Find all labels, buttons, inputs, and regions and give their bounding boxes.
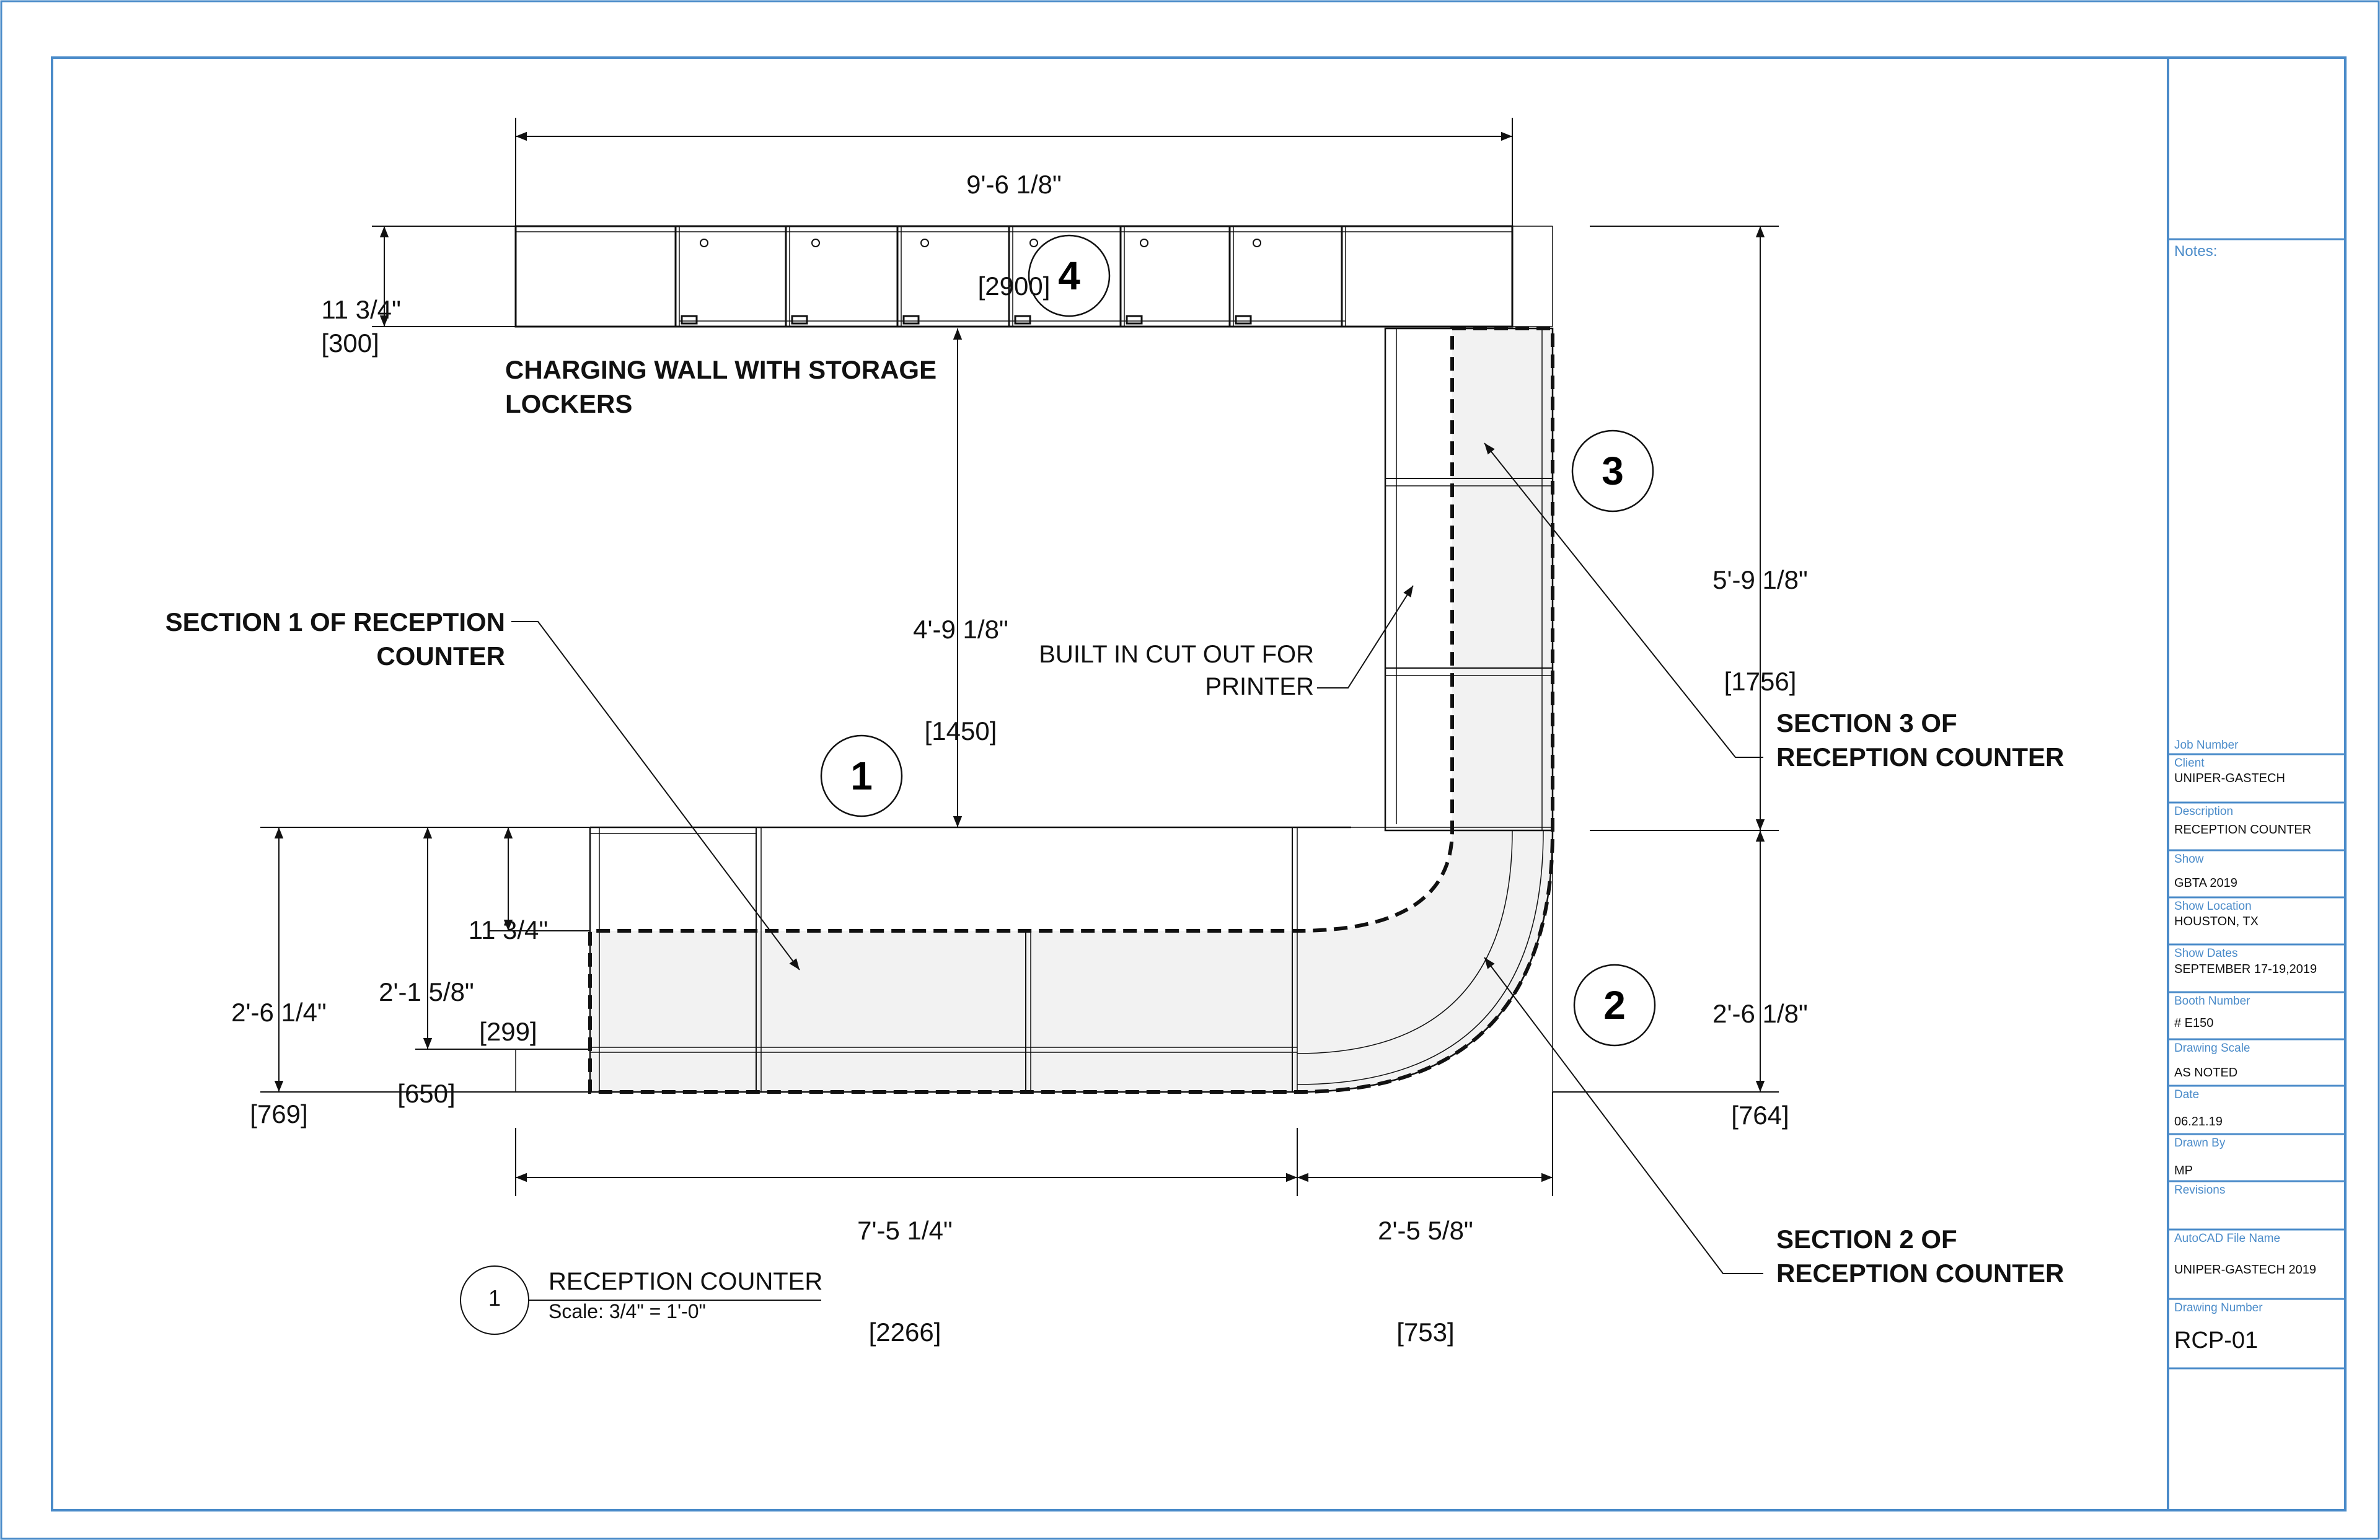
callout-printer: BUILT IN CUT OUT FOR PRINTER bbox=[1039, 641, 1314, 700]
callout-section3: SECTION 3 OF RECEPTION COUNTER bbox=[1776, 708, 2065, 772]
dim-left-small-imperial: 11 3/4" bbox=[468, 915, 549, 945]
title-block-grid bbox=[2168, 238, 2345, 1370]
leader-lines bbox=[511, 442, 1763, 1274]
tb-autocad: UNIPER-GASTECH 2019 bbox=[2174, 1263, 2316, 1277]
tb-revisions-label: Revisions bbox=[2174, 1184, 2226, 1197]
dim-left-total-imperial: 2'-6 1/4" bbox=[231, 998, 327, 1027]
dim-clear-depth-imperial: 4'-9 1/8" bbox=[913, 615, 1008, 645]
dim-left-total: 2'-6 1/4" [769] bbox=[186, 928, 372, 1165]
tb-drawing-scale: AS NOTED bbox=[2174, 1066, 2238, 1080]
tb-description: RECEPTION COUNTER bbox=[2174, 823, 2312, 837]
dim-bottom-right: 2'-5 5/8" [753] bbox=[1320, 1146, 1531, 1383]
drawing-frame bbox=[51, 56, 2347, 1511]
dim-left-small: 11 3/4" [299] bbox=[434, 846, 583, 1083]
callout-charging-wall: CHARGING WALL WITH STORAGE LOCKERS bbox=[505, 355, 937, 418]
tb-show: GBTA 2019 bbox=[2174, 876, 2237, 890]
tag-4: 4 bbox=[1058, 253, 1080, 298]
dimension-lines bbox=[260, 118, 1779, 1196]
tb-booth-number: # E150 bbox=[2174, 1016, 2214, 1030]
dim-right-lower-imperial: 2'-6 1/8" bbox=[1712, 999, 1808, 1029]
tb-show-dates: SEPTEMBER 17-19,2019 bbox=[2174, 962, 2317, 976]
tb-drawn-by: MP bbox=[2174, 1164, 2193, 1177]
view-title-graphic bbox=[460, 1265, 821, 1335]
dim-bottom-left-metric: [2266] bbox=[868, 1317, 941, 1347]
dim-right-upper: 5'-9 1/8" [1756] bbox=[1636, 496, 1884, 733]
dim-bottom-right-imperial: 2'-5 5/8" bbox=[1378, 1216, 1473, 1246]
tb-notes-label: Notes: bbox=[2174, 243, 2218, 260]
dim-clear-depth: 4'-9 1/8" [1450] bbox=[837, 545, 1085, 782]
dim-clear-depth-metric: [1450] bbox=[924, 716, 997, 746]
tag-2: 2 bbox=[1603, 983, 1626, 1027]
tb-show-location-label: Show Location bbox=[2174, 900, 2252, 913]
tb-drawn-by-label: Drawn By bbox=[2174, 1137, 2226, 1150]
dim-right-upper-imperial: 5'-9 1/8" bbox=[1712, 565, 1808, 595]
callout-section2: SECTION 2 OF RECEPTION COUNTER bbox=[1776, 1225, 2065, 1288]
tb-date: 06.21.19 bbox=[2174, 1115, 2223, 1129]
dim-overall-width: 9'-6 1/8" [2900] bbox=[890, 100, 1138, 337]
dim-wall-depth-imperial: 11 3/4" bbox=[321, 294, 401, 324]
dim-left-mid-metric: [650] bbox=[397, 1078, 456, 1108]
tb-date-label: Date bbox=[2174, 1088, 2200, 1101]
dim-right-lower-metric: [764] bbox=[1731, 1100, 1789, 1130]
dim-left-total-metric: [769] bbox=[250, 1099, 308, 1129]
tb-description-label: Description bbox=[2174, 805, 2234, 818]
tb-booth-number-label: Booth Number bbox=[2174, 995, 2250, 1008]
dim-left-mid: 2'-1 5/8" [650] bbox=[333, 908, 519, 1145]
dim-wall-depth-metric: [300] bbox=[321, 328, 379, 358]
tb-drawing-number-label: Drawing Number bbox=[2174, 1301, 2263, 1314]
tag-1: 1 bbox=[850, 754, 873, 798]
reception-counter bbox=[515, 327, 1554, 1094]
dim-wall-depth: 11 3/4" [300] bbox=[307, 259, 401, 361]
tb-drawing-number: RCP-01 bbox=[2174, 1327, 2259, 1353]
tb-show-label: Show bbox=[2174, 853, 2204, 866]
tb-client-label: Client bbox=[2174, 757, 2205, 770]
dim-left-small-metric: [299] bbox=[479, 1016, 537, 1046]
dim-right-lower: 2'-6 1/8" [764] bbox=[1636, 930, 1884, 1166]
dim-right-upper-metric: [1756] bbox=[1724, 666, 1797, 696]
dim-bottom-left-imperial: 7'-5 1/4" bbox=[857, 1216, 953, 1246]
dim-bottom-right-metric: [753] bbox=[1396, 1317, 1455, 1347]
tb-client: UNIPER-GASTECH bbox=[2174, 772, 2285, 785]
view-number: 1 bbox=[488, 1285, 501, 1311]
tb-show-location: HOUSTON, TX bbox=[2174, 915, 2259, 928]
view-title: RECEPTION COUNTER bbox=[549, 1268, 823, 1295]
dim-bottom-left: 7'-5 1/4" [2266] bbox=[781, 1146, 1029, 1383]
tb-show-dates-label: Show Dates bbox=[2174, 947, 2238, 960]
tag-3: 3 bbox=[1602, 449, 1624, 493]
section-tags bbox=[820, 234, 1656, 1047]
dim-overall-width-imperial: 9'-6 1/8" bbox=[966, 170, 1062, 200]
dim-left-mid-imperial: 2'-1 5/8" bbox=[379, 977, 474, 1007]
callout-section1: SECTION 1 OF RECEPTION COUNTER bbox=[165, 607, 505, 671]
tb-job-number-label: Job Number bbox=[2174, 739, 2239, 752]
dim-overall-width-metric: [2900] bbox=[977, 271, 1051, 301]
view-scale: Scale: 3/4" = 1'-0" bbox=[549, 1300, 706, 1322]
tb-autocad-label: AutoCAD File Name bbox=[2174, 1232, 2281, 1245]
tb-drawing-scale-label: Drawing Scale bbox=[2174, 1042, 2250, 1055]
